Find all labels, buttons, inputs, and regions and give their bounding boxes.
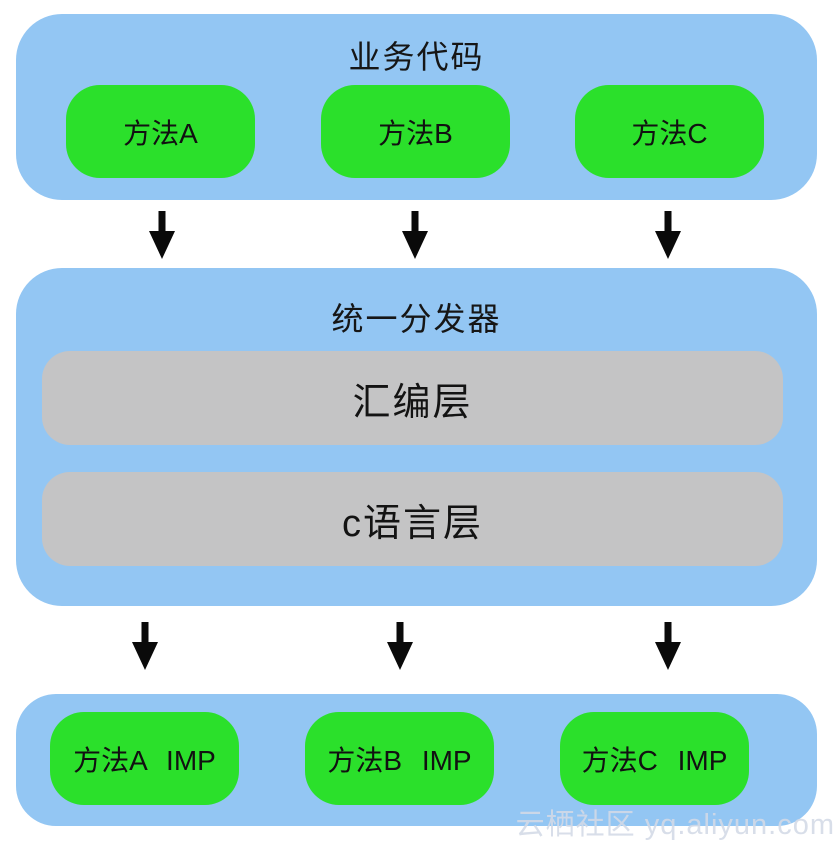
method-a-box: 方法A <box>66 85 255 178</box>
unified-dispatcher-title: 统一分发器 <box>331 301 502 337</box>
method-a-imp-label: 方法A IMP <box>73 744 216 776</box>
down-arrow-icon <box>132 622 158 670</box>
method-c-label: 方法C <box>631 117 708 149</box>
unified-dispatcher-panel: 统一分发器 汇编层 c语言层 <box>16 268 817 606</box>
method-a-label: 方法A <box>123 117 198 149</box>
method-c-imp-box: 方法C IMP <box>560 712 749 805</box>
method-b-label: 方法B <box>378 117 453 149</box>
method-b-imp-label: 方法B IMP <box>327 744 472 776</box>
c-language-layer-label: c语言层 <box>341 502 483 545</box>
down-arrow-icon <box>149 211 175 259</box>
down-arrow-icon <box>387 622 413 670</box>
method-b-box: 方法B <box>321 85 510 178</box>
down-arrow-icon <box>655 211 681 259</box>
down-arrow-icon <box>655 622 681 670</box>
business-code-panel: 业务代码 方法A 方法B 方法C <box>16 14 817 200</box>
down-arrow-icon <box>402 211 428 259</box>
method-c-imp-label: 方法C IMP <box>581 744 728 776</box>
c-language-layer-box: c语言层 <box>42 472 783 566</box>
site-watermark: 云栖社区 yq.aliyun.com <box>515 809 835 841</box>
assembly-layer-label: 汇编层 <box>352 381 473 424</box>
assembly-layer-box: 汇编层 <box>42 351 783 445</box>
method-c-box: 方法C <box>575 85 764 178</box>
method-b-imp-box: 方法B IMP <box>305 712 494 805</box>
method-a-imp-box: 方法A IMP <box>50 712 239 805</box>
implementations-panel: 方法A IMP 方法B IMP 方法C IMP <box>16 694 817 826</box>
business-code-title: 业务代码 <box>348 39 485 75</box>
